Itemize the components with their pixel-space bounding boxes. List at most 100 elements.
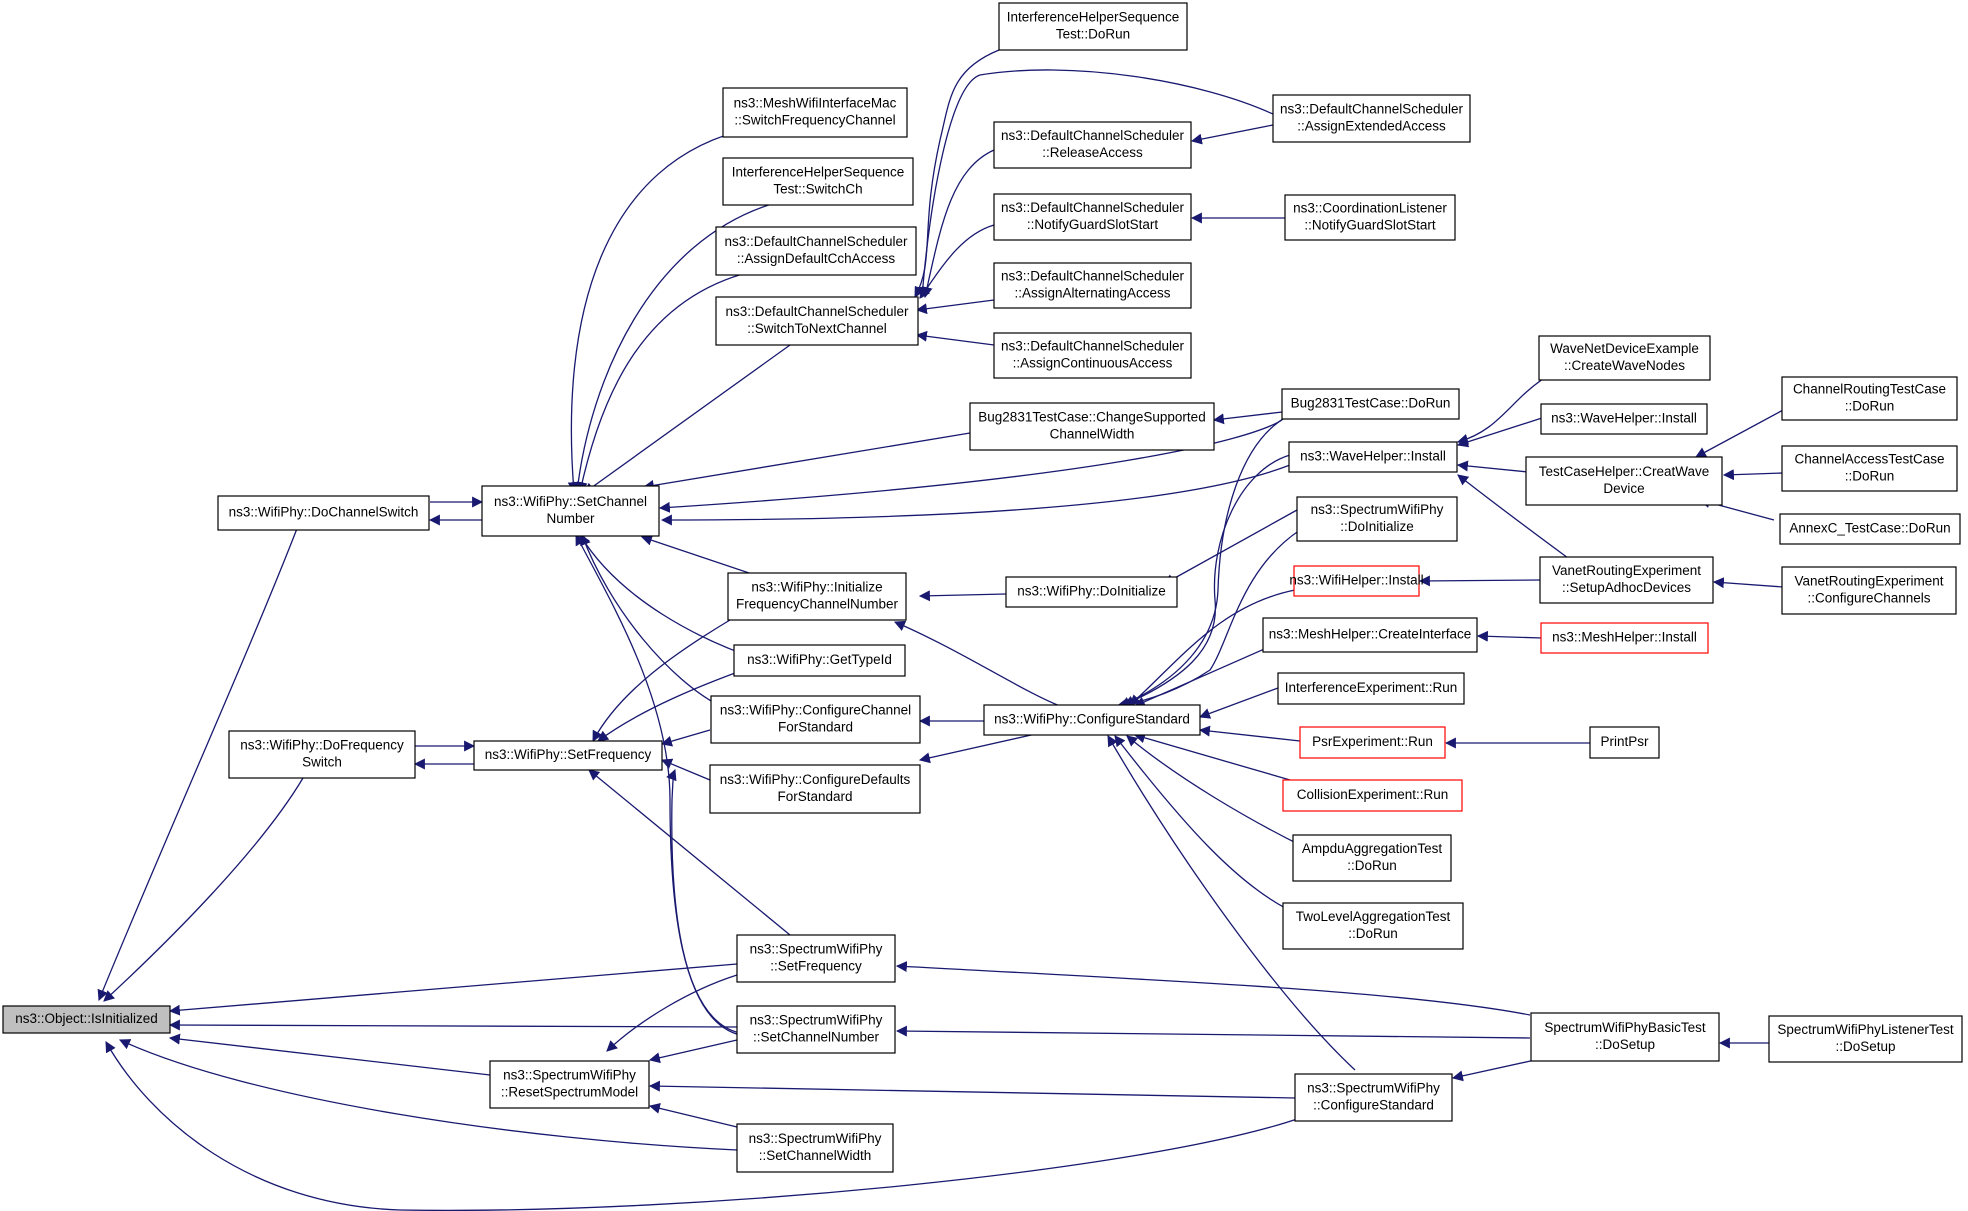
edge-dochsw-to-isinit <box>97 525 299 1002</box>
node-label: FrequencyChannelNumber <box>736 597 899 612</box>
node-wave-example[interactable]: WaveNetDeviceExample::CreateWaveNodes <box>1538 335 1711 381</box>
node-sp-setchw[interactable]: ns3::SpectrumWifiPhy::SetChannelWidth <box>736 1123 894 1173</box>
edge-dcsalt-to-dcsswitch <box>915 299 995 315</box>
node-dcs-release[interactable]: ns3::DefaultChannelScheduler::ReleaseAcc… <box>993 121 1192 169</box>
edge-spsetchw-to-isinit <box>119 1039 738 1151</box>
node-twolevel[interactable]: TwoLevelAggregationTest::DoRun <box>1282 902 1464 950</box>
node-vanet-setup[interactable]: VanetRoutingExperiment::SetupAdhocDevice… <box>1539 556 1714 604</box>
node-wave-install[interactable]: ns3::WaveHelper::Install <box>1288 441 1458 473</box>
nodes-layer: ns3::Object::IsInitialized ns3::WifiPhy::… <box>2 2 1963 1173</box>
node-psr-run[interactable]: PsrExperiment::Run <box>1299 726 1446 759</box>
node-annexc[interactable]: AnnexC_TestCase::DoRun <box>1779 513 1961 545</box>
node-wifihelper-install[interactable]: ns3::WifiHelper::Install <box>1289 565 1424 597</box>
edge-dcsnotify-to-dcsswitch <box>919 224 995 299</box>
node-box <box>1540 622 1709 654</box>
node-bug-change[interactable]: Bug2831TestCase::ChangeSupportedChannelW… <box>969 402 1215 451</box>
node-label: ns3::SpectrumWifiPhy <box>1311 502 1444 517</box>
node-box <box>993 121 1192 169</box>
node-label: ns3::MeshHelper::Install <box>1552 630 1697 645</box>
edge-dcsrelease-to-dcsswitch <box>921 149 995 299</box>
node-gettypeid[interactable]: ns3::WifiPhy::GetTypeId <box>733 644 906 677</box>
node-dochsw[interactable]: ns3::WifiPhy::DoChannelSwitch <box>217 495 430 531</box>
node-bug-dorun[interactable]: Bug2831TestCase::DoRun <box>1281 388 1460 420</box>
node-label: ns3::DefaultChannelScheduler <box>1280 102 1464 117</box>
edge-meshswitch-to-setchnum <box>567 127 753 494</box>
node-coll-run[interactable]: CollisionExperiment::Run <box>1282 779 1463 812</box>
edge-waveinstall-to-cfgstd <box>1122 454 1291 706</box>
edge-chaccess-to-tch <box>1722 469 1784 481</box>
node-label: ForStandard <box>777 789 852 804</box>
node-label: TestCaseHelper::CreatWave <box>1539 464 1710 479</box>
node-box <box>1296 496 1458 542</box>
node-dcs-switch[interactable]: ns3::DefaultChannelScheduler::SwitchToNe… <box>715 296 919 346</box>
node-label: ::DoSetup <box>1835 1039 1895 1054</box>
node-ampdu[interactable]: AmpduAggregationTest::DoRun <box>1292 834 1452 882</box>
node-dcs-cont[interactable]: ns3::DefaultChannelScheduler::AssignCont… <box>993 332 1192 379</box>
node-wifiphy-doinit[interactable]: ns3::WifiPhy::DoInitialize <box>1005 576 1178 608</box>
node-cfgstd[interactable]: ns3::WifiPhy::ConfigureStandard <box>983 704 1201 736</box>
node-printpsr[interactable]: PrintPsr <box>1589 726 1660 759</box>
node-sp-cfgstd[interactable]: ns3::SpectrumWifiPhy::ConfigureStandard <box>1294 1073 1453 1122</box>
node-setfreq[interactable]: ns3::WifiPhy::SetFrequency <box>473 740 663 771</box>
node-meshswitch[interactable]: ns3::MeshWifiInterfaceMac::SwitchFrequen… <box>722 87 908 138</box>
edge-dcscont-to-dcsswitch <box>915 330 995 346</box>
node-label: ns3::CoordinationListener <box>1293 201 1447 216</box>
node-box <box>1294 1073 1453 1122</box>
node-box <box>217 495 430 531</box>
edge-ampdu-to-cfgstd <box>1126 735 1301 846</box>
node-sp-basic[interactable]: SpectrumWifiPhyBasicTest::DoSetup <box>1530 1012 1720 1062</box>
node-dcs-default[interactable]: ns3::DefaultChannelScheduler::AssignDefa… <box>715 226 917 276</box>
node-cfgchan[interactable]: ns3::WifiPhy::ConfigureChannelForStandar… <box>710 695 921 744</box>
node-box <box>1281 388 1460 420</box>
edge-collrun-to-cfgstd <box>1133 732 1291 781</box>
node-sp-setchnum[interactable]: ns3::SpectrumWifiPhy::SetChannelNumber <box>736 1005 896 1054</box>
node-setchnum[interactable]: ns3::WifiPhy::SetChannelNumber <box>481 485 660 537</box>
node-dcs-notify[interactable]: ns3::DefaultChannelScheduler::NotifyGuar… <box>993 193 1192 241</box>
node-isinit[interactable]: ns3::Object::IsInitialized <box>2 1005 171 1034</box>
node-box <box>1288 441 1458 473</box>
node-initfreq[interactable]: ns3::WifiPhy::InitializeFrequencyChannel… <box>727 572 907 621</box>
edge-bugchange-to-setchnum <box>642 432 971 491</box>
node-sp-setfreq[interactable]: ns3::SpectrumWifiPhy::SetFrequency <box>736 934 896 983</box>
node-cfgdef[interactable]: ns3::WifiPhy::ConfigureDefaultsForStanda… <box>709 764 921 814</box>
node-box <box>715 226 917 276</box>
edge-spsetchnum-to-isinit <box>168 1019 738 1031</box>
node-label: ns3::SpectrumWifiPhy <box>750 1013 883 1028</box>
node-label: ns3::WifiPhy::ConfigureDefaults <box>720 772 911 787</box>
node-sp-listener[interactable]: SpectrumWifiPhyListenerTest::DoSetup <box>1768 1015 1963 1063</box>
node-sp-resetsm[interactable]: ns3::SpectrumWifiPhy::ResetSpectrumModel <box>489 1060 650 1109</box>
node-chroute[interactable]: ChannelRoutingTestCase::DoRun <box>1781 376 1958 421</box>
node-coord-notify[interactable]: ns3::CoordinationListener::NotifyGuardSl… <box>1284 194 1456 241</box>
edge-spcfgstd-to-spresetsm <box>648 1080 1296 1099</box>
node-sp-doinit[interactable]: ns3::SpectrumWifiPhy::DoInitialize <box>1296 496 1458 542</box>
node-interf-run[interactable]: InterferenceExperiment::Run <box>1277 672 1465 705</box>
edge-chroute-to-tch <box>1695 408 1786 458</box>
node-box <box>1538 335 1711 381</box>
edge-ihstdorun-to-dcsswitch <box>914 49 1000 298</box>
node-label: ns3::Object::IsInitialized <box>15 1011 158 1026</box>
node-chaccess[interactable]: ChannelAccessTestCase::DoRun <box>1781 445 1958 492</box>
node-box <box>1005 576 1178 608</box>
node-label: ForStandard <box>778 720 853 735</box>
node-box <box>228 730 416 779</box>
node-vanet-cfg[interactable]: VanetRoutingExperiment::ConfigureChannel… <box>1781 566 1957 615</box>
node-mesh-create[interactable]: ns3::MeshHelper::CreateInterface <box>1262 617 1478 653</box>
edge-bugdorun-to-setchnum <box>658 419 1283 513</box>
edge-cfgstd-to-cfgdef <box>918 732 1041 764</box>
node-mesh-install[interactable]: ns3::MeshHelper::Install <box>1540 622 1709 654</box>
node-box <box>1284 194 1456 241</box>
node-dcs-alt[interactable]: ns3::DefaultChannelScheduler::AssignAlte… <box>993 262 1192 309</box>
node-label: ns3::DefaultChannelScheduler <box>1001 339 1185 354</box>
node-label: ns3::WifiHelper::Install <box>1289 573 1423 588</box>
node-wave-install2[interactable]: ns3::WaveHelper::Install <box>1540 403 1708 435</box>
node-box <box>993 262 1192 309</box>
node-dcs-ext[interactable]: ns3::DefaultChannelScheduler::AssignExte… <box>1272 94 1471 143</box>
edge-dofreqsw-to-isinit <box>103 777 304 1002</box>
edge-spsetfreq-to-spresetsm <box>606 974 738 1052</box>
node-label: ::ConfigureChannels <box>1807 591 1930 606</box>
edge-spsetchw-to-spresetsm <box>648 1102 738 1128</box>
